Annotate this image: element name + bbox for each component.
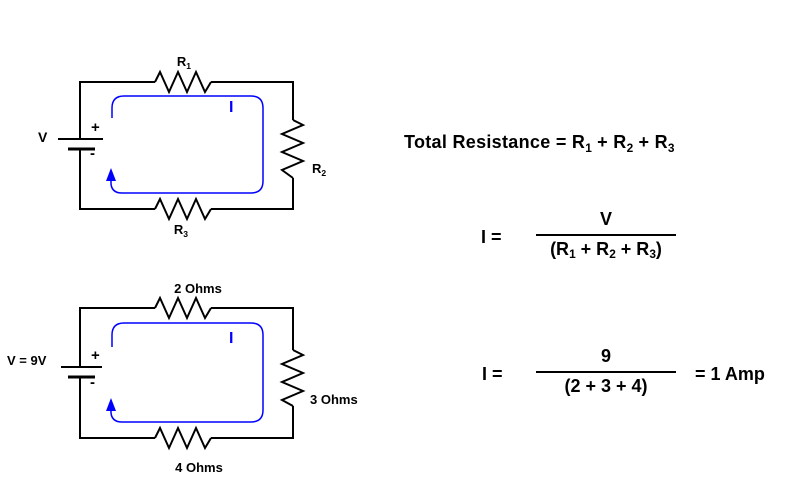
fraction-bar (536, 233, 676, 236)
resistor-r3-zigzag (154, 196, 212, 222)
current-label: I (229, 330, 234, 347)
resistor-2ohm-label: 2 Ohms (174, 281, 222, 296)
voltage-source-label: V (38, 129, 48, 145)
voltage-source-label: V = 9V (7, 353, 47, 368)
battery-plus-label: + (91, 119, 100, 136)
resistor-r1-zigzag (154, 69, 212, 95)
fraction-bar (536, 370, 676, 373)
current-label: I (229, 99, 234, 116)
current-arrowhead (106, 398, 116, 411)
battery-plus-label: + (91, 347, 100, 364)
resistor-r2-zigzag (279, 119, 306, 179)
resistor-r1-label: R1 (176, 54, 192, 71)
current-loop-path (110, 95, 264, 194)
example-numerator: 9 (600, 346, 611, 366)
ohms-law-denominator: (R1 + R2 + R3) (550, 238, 662, 262)
example-result: = 1 Amp (695, 364, 765, 384)
resistor-3ohm-label: 3 Ohms (310, 392, 358, 407)
example-denominator: (2 + 3 + 4) (564, 375, 648, 396)
resistor-4ohm-label: 4 Ohms (175, 460, 223, 475)
resistor-r2-label: R2 (312, 161, 327, 178)
example-lhs: I = (482, 364, 503, 384)
numeric-circuit (61, 295, 306, 451)
resistor-r3-label: R3 (173, 222, 189, 239)
symbolic-current-loop (106, 95, 264, 194)
current-loop-path (110, 322, 264, 423)
battery-minus-label: - (90, 145, 95, 162)
ohms-law-lhs: I = (481, 227, 502, 247)
numeric-current-loop (106, 322, 264, 423)
current-arrowhead (106, 168, 116, 181)
resistor-4ohm-zigzag (154, 425, 212, 451)
resistor-3ohm-zigzag (279, 349, 306, 407)
circuit-wires (79, 307, 294, 439)
ohms-law-fraction: V (R1 + R2 + R3) (536, 209, 676, 262)
symbolic-circuit (58, 69, 306, 222)
ohms-law-numerator: V (599, 209, 612, 229)
resistor-2ohm-zigzag (154, 295, 212, 321)
example-fraction: 9 (2 + 3 + 4) (536, 346, 676, 397)
circuit-wires (79, 81, 294, 210)
battery-minus-label: - (90, 374, 95, 391)
total-resistance-equation: Total Resistance = R1 + R2 + R3 (404, 132, 675, 155)
